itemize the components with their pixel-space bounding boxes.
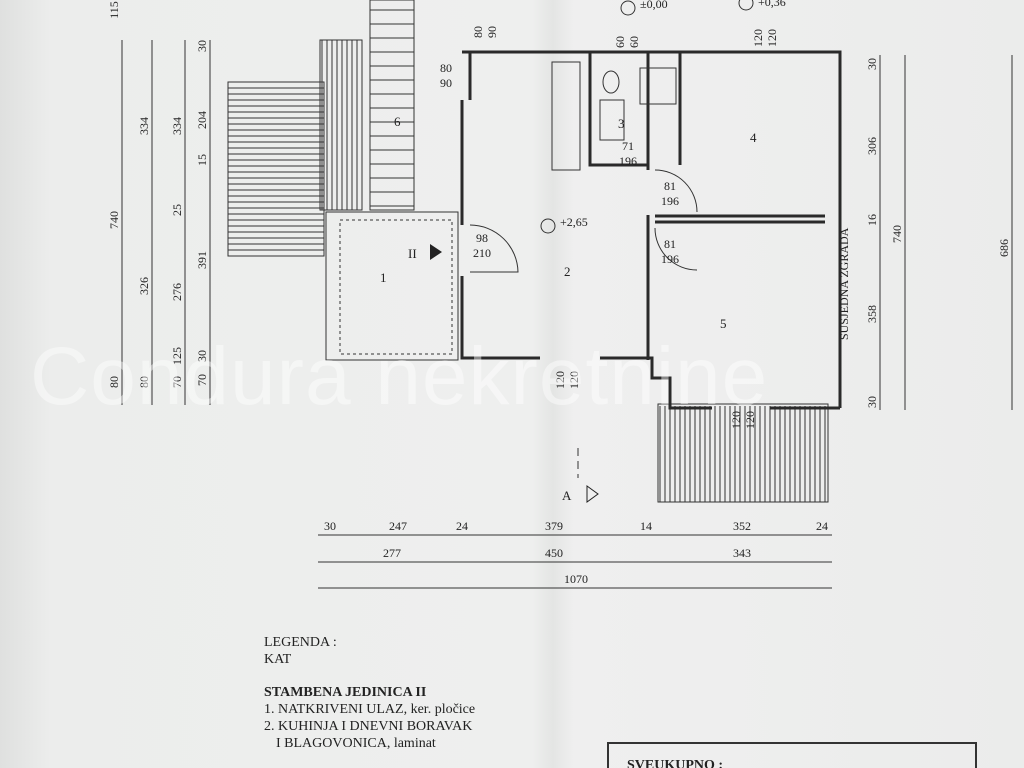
- total-box: SVEUKUPNO :: [607, 742, 977, 768]
- walls: [460, 50, 842, 410]
- opening-dimension: 120: [553, 371, 567, 389]
- dimension-label: 391: [195, 251, 209, 269]
- opening-dimension: 120: [765, 29, 779, 47]
- dimension-label: 379: [545, 519, 563, 533]
- dimension-label: 30: [865, 58, 879, 70]
- section-mark: II: [408, 246, 417, 261]
- section-arrow-icon: [430, 244, 442, 260]
- legend-item: I BLAGOVONICA, laminat: [276, 736, 436, 751]
- opening-dimension: 120: [729, 411, 743, 429]
- opening-dimension: 81: [664, 237, 676, 251]
- dimension-label: 30: [865, 396, 879, 408]
- opening-dimension: 60: [627, 36, 641, 48]
- dimension-label: 24: [456, 519, 468, 533]
- level-marker-icon: [540, 218, 556, 234]
- dimension-label: 334: [137, 117, 151, 135]
- dimension-label: 343: [733, 546, 751, 560]
- dimension-label: 334: [170, 117, 184, 135]
- section-cut-arrow-icon: [586, 485, 599, 503]
- opening-dimension: 81: [664, 179, 676, 193]
- dimension-label: 14: [640, 519, 652, 533]
- legend-item: 2. KUHINJA I DNEVNI BORAVAK: [264, 719, 473, 734]
- door-swings: [469, 169, 698, 273]
- room-6: 6: [394, 114, 401, 129]
- dimension-label: 276: [170, 283, 184, 301]
- left-terrace-hatch: [227, 81, 325, 257]
- dimension-label: 70: [195, 374, 209, 386]
- dimension-label: 352: [733, 519, 751, 533]
- room-4: 4: [750, 130, 757, 145]
- legend-unit: STAMBENA JEDINICA II: [264, 685, 427, 700]
- dimension-label: 80: [107, 376, 121, 388]
- dimension-label: 30: [195, 350, 209, 362]
- level-marker-icon: [738, 0, 754, 11]
- room-5: 5: [720, 316, 727, 331]
- dimension-label: 450: [545, 546, 563, 560]
- dimension-label: 740: [107, 211, 121, 229]
- level-036: +0,36: [758, 0, 786, 9]
- section-cut-label: A: [562, 488, 572, 503]
- dimension-label: 125: [170, 347, 184, 365]
- opening-dimension: 98: [476, 231, 488, 245]
- legend-floor: KAT: [264, 652, 292, 667]
- opening-dimension: 80: [471, 26, 485, 38]
- south-terrace-hatch: [657, 403, 829, 503]
- dimension-label: 204: [195, 111, 209, 129]
- level-265: +2,65: [560, 215, 588, 229]
- dimension-label: 277: [383, 546, 401, 560]
- dimension-label: 115: [107, 1, 121, 19]
- dimension-label: 358: [865, 305, 879, 323]
- level-0: ±0,00: [640, 0, 668, 11]
- opening-dimension: 210: [473, 246, 491, 260]
- watermark: Condura nekretnine: [30, 331, 769, 422]
- opening-dimension: 196: [661, 194, 679, 208]
- opening-dimension: 80: [440, 61, 452, 75]
- room-3: 3: [618, 116, 625, 131]
- room-1: 1: [380, 270, 387, 285]
- dimension-label: 1070: [564, 572, 588, 586]
- opening-dimension: 120: [751, 29, 765, 47]
- opening-dimension: 90: [440, 76, 452, 90]
- dimension-lines: [121, 40, 1013, 589]
- opening-dimension: 120: [743, 411, 757, 429]
- dimension-label: 740: [890, 225, 904, 243]
- dimension-label: 15: [195, 154, 209, 166]
- dimension-label: 326: [137, 277, 151, 295]
- dimension-label: 70: [170, 376, 184, 388]
- dimension-label: 25: [170, 204, 184, 216]
- stair: [319, 0, 415, 211]
- dimension-label: 306: [865, 137, 879, 155]
- dimension-label: 30: [324, 519, 336, 533]
- legend-item: 1. NATKRIVENI ULAZ, ker. pločice: [264, 702, 476, 717]
- legend-title: LEGENDA :: [264, 635, 337, 650]
- opening-dimension: 196: [661, 252, 679, 266]
- entry-porch: [325, 211, 459, 361]
- legend: LEGENDA : KAT STAMBENA JEDINICA II 1. NA…: [264, 634, 475, 752]
- level-marker-icon: [620, 0, 636, 16]
- neighbor-building-label: SUSJEDNA ZGRADA: [837, 227, 851, 340]
- room-2: 2: [564, 264, 571, 279]
- opening-dimension: 196: [619, 154, 637, 168]
- opening-dimension: 60: [613, 36, 627, 48]
- opening-dimension: 120: [567, 371, 581, 389]
- fixtures: [551, 61, 677, 171]
- dimension-label: 24: [816, 519, 828, 533]
- dimension-label: 247: [389, 519, 407, 533]
- opening-dimension: 90: [485, 26, 499, 38]
- total-label: SVEUKUPNO :: [627, 758, 724, 768]
- opening-dimension: 71: [622, 139, 634, 153]
- dimension-label: 30: [195, 40, 209, 52]
- dimension-label: 16: [865, 214, 879, 226]
- dimension-label: 686: [997, 239, 1011, 257]
- dimension-label: 80: [137, 376, 151, 388]
